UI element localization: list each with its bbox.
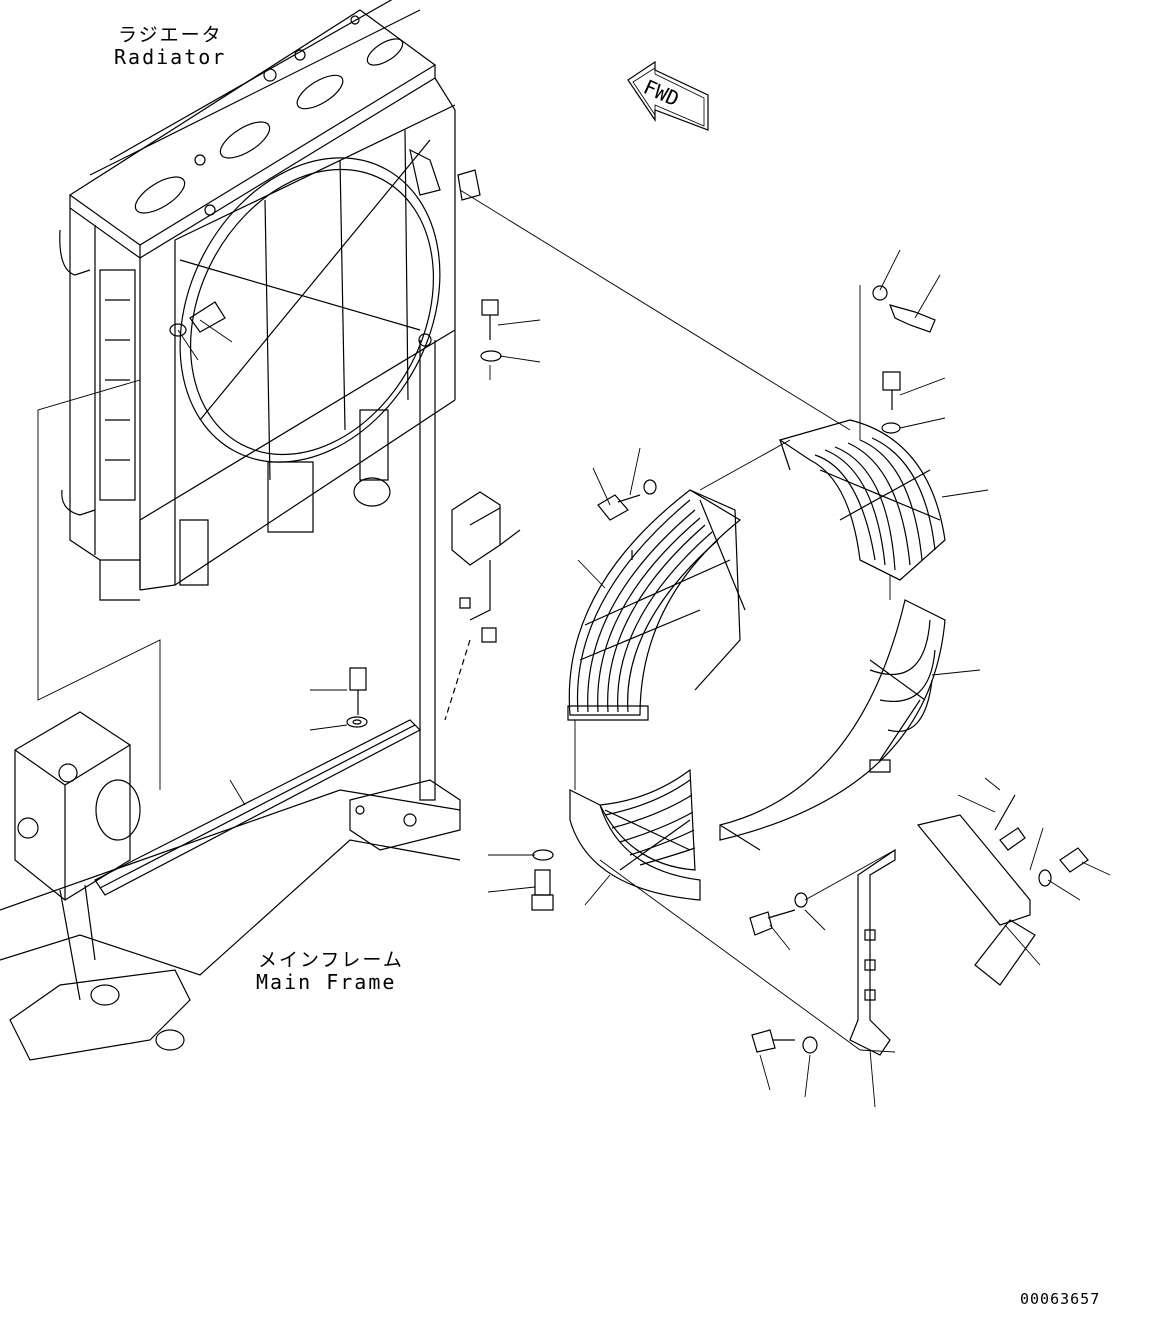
radiator-label-ja: ラジエータ [118, 24, 223, 46]
fan-guard-upper-right [780, 420, 945, 580]
main-frame [0, 668, 460, 1060]
radiator-label-en: Radiator [114, 45, 227, 69]
main-frame-label-ja: メインフレーム [258, 949, 404, 971]
main-frame-label-en: Main Frame [256, 970, 397, 994]
fwd-arrow: FWD [628, 62, 708, 130]
shroud-bracket [445, 492, 520, 720]
fan-guard-lower-right [720, 600, 945, 850]
drawing-number: 00063657 [1020, 1290, 1101, 1308]
radiator-assembly [60, 0, 491, 800]
fasteners [170, 286, 1088, 1053]
fan-guard-upper-left [568, 490, 745, 720]
leader-lines [38, 190, 1110, 1107]
support-stays [850, 815, 1035, 1055]
fan-guard-lower-left [570, 770, 700, 900]
